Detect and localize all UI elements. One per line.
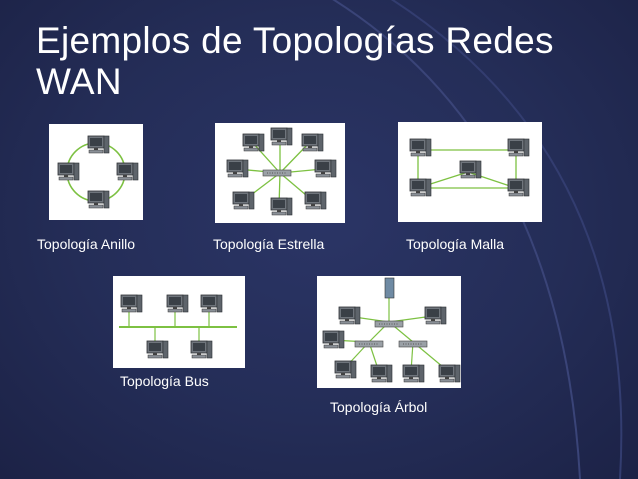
ring-topology-diagram — [49, 124, 143, 220]
mesh-topology-diagram — [398, 122, 542, 222]
caption-ring: Topología Anillo — [37, 236, 136, 252]
tree-topology-diagram — [317, 276, 461, 388]
caption-tree: Topología Árbol — [330, 399, 428, 415]
slide-title: Ejemplos de Topologías Redes WAN — [36, 20, 596, 102]
title-line-1: Ejemplos de Topologías Redes — [36, 20, 554, 61]
star-topology-diagram — [215, 123, 345, 223]
bus-topology-diagram — [113, 276, 245, 368]
caption-star: Topología Estrella — [213, 236, 325, 252]
caption-bus: Topología Bus — [120, 373, 209, 389]
title-line-2: WAN — [36, 61, 122, 102]
caption-mesh: Topología Malla — [406, 236, 505, 252]
